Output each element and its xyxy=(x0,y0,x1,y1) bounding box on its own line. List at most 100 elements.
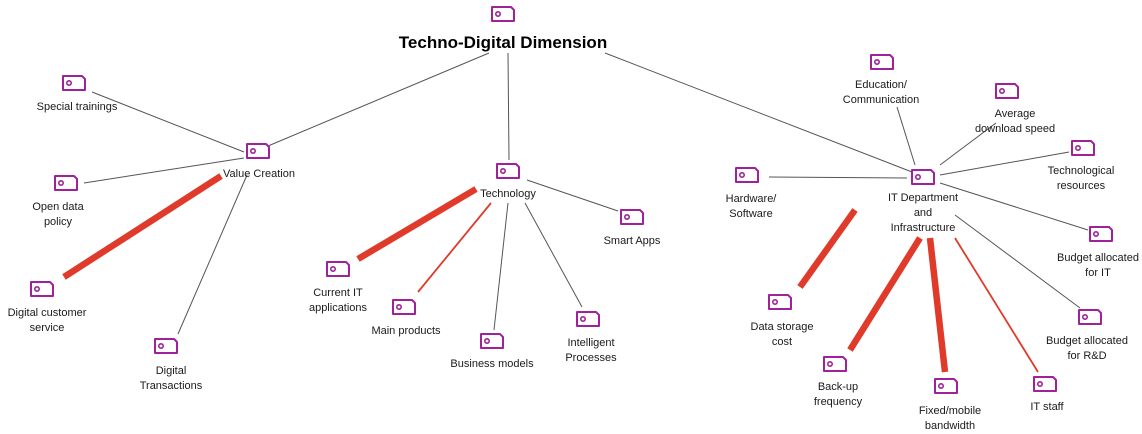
node-label-it-line-1: IT Department xyxy=(888,192,958,204)
edge-value-special xyxy=(91,91,245,153)
edge-tech-currentit xyxy=(356,186,478,262)
node-label-opendata-line-2: policy xyxy=(44,216,73,228)
edge-tech-smartapps xyxy=(526,179,619,212)
node-label-itstaff: IT staff xyxy=(1030,401,1064,413)
node-label-backup-line-2: frequency xyxy=(814,396,863,408)
edge-root-tech xyxy=(507,52,510,161)
node-label-it-line-3: Infrastructure xyxy=(891,222,956,234)
tag-icon xyxy=(823,356,847,372)
node-label-budgetit-line-1: Budget allocated xyxy=(1057,252,1139,264)
node-label-intproc-line-1: Intelligent xyxy=(567,337,614,349)
node-label-education-line-1: Education/ xyxy=(855,79,908,91)
tag-icon xyxy=(1089,226,1113,242)
node-label-mainprod: Main products xyxy=(371,325,441,337)
node-label-digcust-line-2: service xyxy=(30,322,65,334)
node-label-hardware-line-2: Software xyxy=(729,208,772,220)
tag-icon xyxy=(480,333,504,349)
node-label-intproc-line-2: Processes xyxy=(565,352,617,364)
tag-icon xyxy=(576,311,600,327)
node-itstaff[interactable]: IT staff xyxy=(1030,376,1065,413)
node-mainprod[interactable]: Main products xyxy=(371,299,441,337)
node-busmodels[interactable]: Business models xyxy=(450,333,534,370)
node-label-busmodels: Business models xyxy=(450,358,534,370)
node-label-techres-line-1: Technological xyxy=(1048,165,1115,177)
node-label-techres-line-2: resources xyxy=(1057,180,1106,192)
edge-it-techres xyxy=(939,151,1070,176)
node-label-digtrans-line-2: Transactions xyxy=(140,380,203,392)
node-budgetit[interactable]: Budget allocated for IT xyxy=(1057,226,1139,279)
node-backup[interactable]: Back-up frequency xyxy=(814,356,863,408)
node-label-budgetrd-line-1: Budget allocated xyxy=(1046,335,1128,347)
node-label-special: Special trainings xyxy=(37,101,118,113)
tag-icon xyxy=(62,75,86,91)
edge-it-budgetrd xyxy=(954,214,1081,309)
tag-icon xyxy=(870,54,894,70)
node-label-currentit-line-1: Current IT xyxy=(313,287,363,299)
tag-icon xyxy=(934,378,958,394)
node-currentit[interactable]: Current IT applications xyxy=(309,261,368,314)
edge-tech-intproc xyxy=(524,202,583,308)
edge-it-education xyxy=(896,106,916,166)
edge-value-opendata xyxy=(83,157,245,184)
edges-layer xyxy=(62,52,1089,373)
tag-icon xyxy=(392,299,416,315)
edge-it-backup xyxy=(847,236,923,352)
edge-value-digtrans xyxy=(177,174,248,335)
tag-icon xyxy=(620,209,644,225)
tag-icon xyxy=(995,83,1019,99)
tag-icon xyxy=(735,167,759,183)
tag-icon xyxy=(1071,140,1095,156)
node-label-tech: Technology xyxy=(480,188,536,200)
tag-icon xyxy=(1078,309,1102,325)
tag-icon xyxy=(911,169,935,185)
node-label-value: Value Creation xyxy=(223,168,295,180)
node-opendata[interactable]: Open data policy xyxy=(32,175,85,228)
node-tech[interactable]: Technology xyxy=(480,163,536,200)
node-label-avgdl-line-2: download speed xyxy=(975,123,1055,135)
tag-icon xyxy=(491,6,515,22)
node-label-smartapps: Smart Apps xyxy=(604,235,661,247)
tag-icon xyxy=(154,338,178,354)
edge-root-value xyxy=(267,52,490,147)
edge-it-budgetit xyxy=(939,182,1089,231)
edge-root-it xyxy=(604,52,913,173)
tag-icon xyxy=(326,261,350,277)
edge-tech-busmodels xyxy=(493,202,509,331)
edge-tech-mainprod xyxy=(417,202,492,293)
node-label-budgetit-line-2: for IT xyxy=(1085,267,1111,279)
edge-it-fixedmobile xyxy=(926,237,949,373)
node-education[interactable]: Education/Communication xyxy=(843,54,919,106)
node-smartapps[interactable]: Smart Apps xyxy=(604,209,661,247)
node-root[interactable]: Techno-Digital Dimension xyxy=(399,6,607,52)
diagram-title: Techno-Digital Dimension xyxy=(399,33,607,52)
node-avgdl[interactable]: Average download speed xyxy=(975,83,1055,135)
node-value[interactable]: Value Creation xyxy=(223,143,295,180)
edge-value-digcust xyxy=(62,173,223,280)
node-label-fixedmobile-line-1: Fixed/mobile xyxy=(919,405,981,417)
node-label-datastorage-line-2: cost xyxy=(772,336,792,348)
edge-it-itstaff xyxy=(954,237,1039,373)
node-techres[interactable]: Technological resources xyxy=(1048,140,1115,192)
node-label-backup-line-1: Back-up xyxy=(818,381,858,393)
tag-icon xyxy=(246,143,270,159)
node-hardware[interactable]: Hardware/Software xyxy=(726,167,778,220)
node-label-it-line-2: and xyxy=(914,207,932,219)
node-label-education-line-2: Communication xyxy=(843,94,919,106)
node-label-opendata-line-1: Open data xyxy=(32,201,84,213)
edge-it-datastorage xyxy=(797,208,858,289)
node-label-digtrans-line-1: Digital xyxy=(156,365,187,377)
node-special[interactable]: Special trainings xyxy=(37,75,118,113)
tag-icon xyxy=(1033,376,1057,392)
node-label-currentit-line-2: applications xyxy=(309,302,368,314)
node-label-avgdl-line-1: Average xyxy=(995,108,1036,120)
edge-it-avgdl xyxy=(939,122,997,166)
